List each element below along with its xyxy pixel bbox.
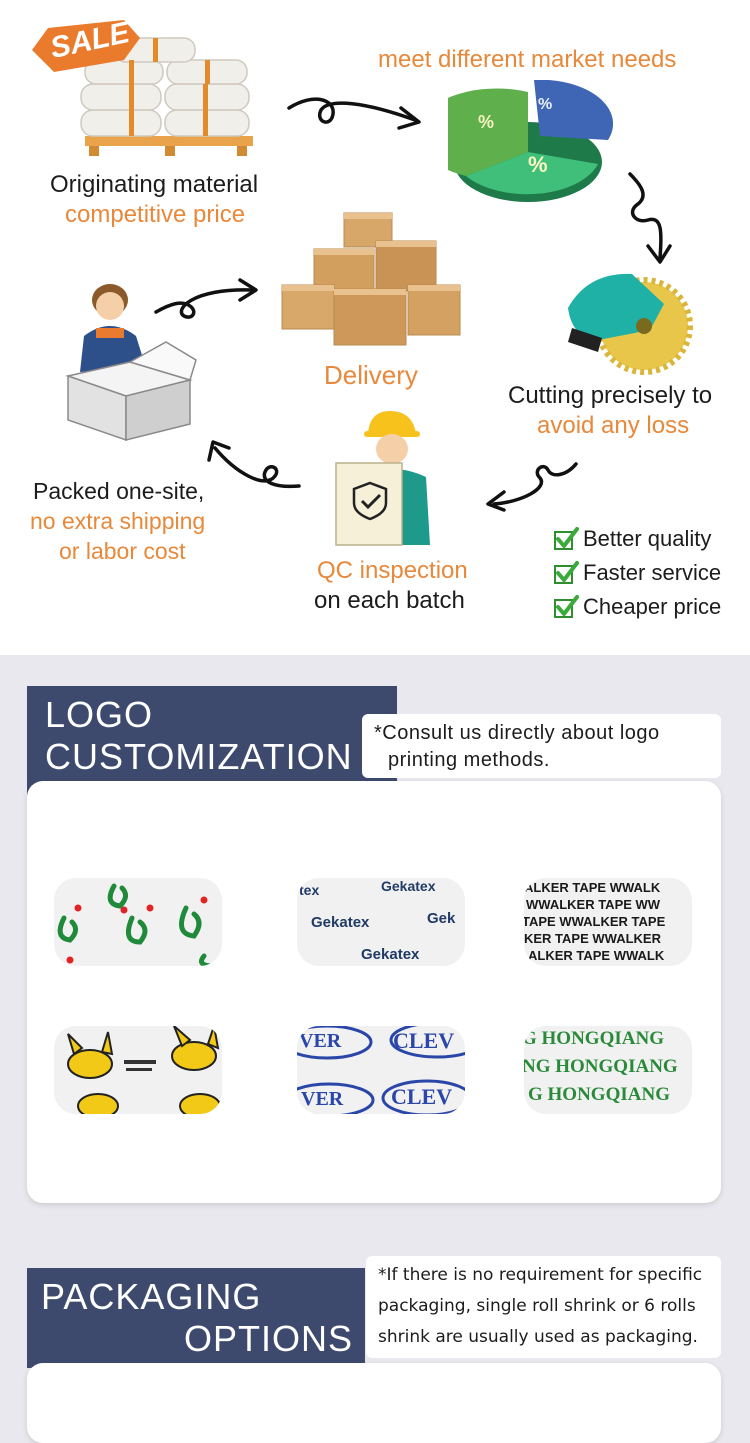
boxes-illustration — [281, 212, 461, 346]
packing-worker-illustration — [65, 284, 197, 442]
originating-line1: Originating material — [50, 171, 259, 198]
sale-badge-shape — [32, 20, 140, 72]
sample-text: VER — [299, 1030, 342, 1052]
check-label: Better quality — [583, 526, 712, 551]
packaging-note: *If there is no requirement for specific… — [366, 1256, 721, 1358]
check-item: Faster service — [553, 558, 721, 588]
packed-line3: or labor cost — [59, 538, 186, 564]
packaging-card — [27, 1363, 721, 1443]
qc-inspector-illustration — [335, 411, 430, 546]
pie-label-2: % — [538, 96, 553, 113]
check-label: Cheaper price — [583, 594, 722, 619]
checkbox-checked-icon — [554, 561, 579, 584]
logo-sample-image: ALKER TAPE WWALK WWALKER TAPE WW TAPE WW… — [524, 878, 692, 966]
qc-line2: on each batch — [314, 587, 465, 614]
packaging-title-line2: OPTIONS — [184, 1318, 354, 1359]
qc-line1: QC inspection — [317, 557, 468, 584]
sample-text: ALKER TAPE WWALK — [528, 948, 665, 963]
pie-label-3: % — [528, 152, 548, 177]
logo-sample-image: tex Gekatex Gekatex Gek Gekatex — [297, 878, 465, 966]
logo-note-line2: printing methods. — [388, 749, 550, 771]
cutting-line2: avoid any loss — [537, 412, 690, 439]
logo-sample-image: VER CLEV VER CLEV — [297, 1026, 465, 1114]
logo-sample-image — [54, 878, 222, 966]
packaging-title-line1: PACKAGING — [41, 1276, 262, 1317]
originating-line2: competitive price — [65, 201, 246, 228]
logo-title-line1: LOGO — [45, 694, 154, 735]
arrow-icon — [207, 440, 301, 489]
sample-text: CLEV — [393, 1028, 455, 1053]
pie-label-1: % — [478, 112, 495, 132]
sample-text: Gekatex — [311, 914, 370, 931]
sample-text: CLEV — [391, 1084, 453, 1109]
checkbox-checked-icon — [554, 595, 579, 618]
sample-text: Gekatex — [381, 878, 436, 894]
sample-text: Gekatex — [361, 946, 420, 963]
arrow-icon — [628, 172, 672, 264]
sample-text: ALKER TAPE WWALK — [524, 880, 661, 895]
logo-samples-card: tex Gekatex Gekatex Gek Gekatex ALKER TA… — [27, 781, 721, 1203]
pie-chart-icon — [448, 80, 613, 202]
circular-saw-illustration — [568, 273, 693, 375]
sample-text: Gek — [427, 910, 456, 927]
arrow-icon — [287, 97, 421, 130]
sample-text: KER TAPE WWALKER — [524, 931, 661, 946]
sample-text: tex — [299, 882, 320, 898]
market-needs-text: meet different market needs — [378, 46, 677, 73]
cutting-line1: Cutting precisely to — [508, 382, 713, 409]
packaging-note-line3: shrink are usually used as packaging. — [378, 1327, 698, 1347]
logo-title-line2: CUSTOMIZATION — [45, 736, 353, 777]
sample-text: G HONGQIANG — [524, 1028, 664, 1049]
sacks-illustration — [80, 37, 253, 156]
sample-text: WWALKER TAPE WW — [526, 897, 661, 912]
packaging-banner: PACKAGING OPTIONS — [27, 1268, 365, 1368]
packed-line2: no extra shipping — [30, 508, 206, 534]
check-label: Faster service — [583, 560, 722, 585]
packed-line1: Packed one-site, — [33, 478, 205, 504]
packaging-note-line1: *If there is no requirement for specific — [378, 1265, 703, 1285]
check-item: Better quality — [553, 524, 711, 554]
arrow-icon — [154, 278, 258, 319]
logo-banner: LOGO CUSTOMIZATION — [27, 686, 397, 796]
logo-sample-image — [54, 1026, 222, 1114]
sample-text: TAPE WWALKER TAPE — [524, 914, 666, 929]
sample-text: NG HONGQIANG — [524, 1056, 678, 1077]
checkbox-checked-icon — [554, 527, 579, 550]
process-section: SALE meet different market needs % % % O… — [0, 0, 750, 655]
sample-text: G HONGQIANG — [528, 1084, 670, 1105]
logo-note: *Consult us directly about logo printing… — [362, 714, 721, 778]
delivery-text: Delivery — [324, 360, 418, 390]
sample-text: VER — [301, 1088, 344, 1110]
arrow-icon — [486, 462, 578, 512]
logo-sample-image: G HONGQIANG NG HONGQIANG G HONGQIANG — [524, 1026, 692, 1114]
check-item: Cheaper price — [553, 592, 721, 622]
packaging-note-line2: packaging, single roll shrink or 6 rolls — [378, 1296, 696, 1316]
logo-note-line1: *Consult us directly about logo — [374, 722, 660, 744]
